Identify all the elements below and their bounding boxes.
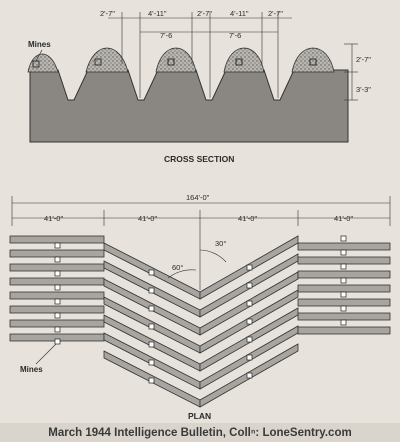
plan-center-right-mines: [246, 264, 253, 379]
cross-section-top-dims: [108, 17, 353, 100]
mines-leader: [35, 49, 43, 62]
mound-3: [155, 47, 197, 73]
mound-4: [223, 47, 265, 73]
plan-center-left-mines: [148, 269, 155, 384]
dim-2-7-c: 2'-7": [268, 9, 283, 18]
dim-depth: 3'-3": [356, 85, 371, 94]
dim-4-11-a: 4'-11": [148, 9, 167, 18]
mine-4: [235, 58, 243, 66]
dim-2-7-a: 2'-7": [100, 9, 115, 18]
mine-2: [94, 58, 102, 66]
credit-bar: March 1944 Intelligence Bulletin, Collⁿ:…: [0, 423, 400, 442]
cross-section: Mines 2'-7" 4'-11" 2'-7" 4'-11" 2'-7" 7'…: [27, 9, 371, 164]
plan-mines-leader: [35, 343, 57, 365]
plan-segment-3: 41'-0": [238, 214, 257, 223]
cross-section-guides: [121, 12, 358, 101]
angle-60-label: 60°: [172, 263, 183, 272]
dim-2-7-b: 2'-7": [197, 9, 212, 18]
obstacle-diagram: Mines 2'-7" 4'-11" 2'-7" 4'-11" 2'-7" 7'…: [9, 9, 391, 421]
angle-60-arc: [167, 269, 197, 279]
mine-3: [167, 58, 175, 66]
plan-right-rows: [297, 242, 391, 335]
plan: 164'-0" 41'-0" 41'-0" 41'-0" 41'-0" Mine…: [9, 193, 391, 421]
plan-title: PLAN: [188, 411, 211, 421]
cross-section-mines-label: Mines: [28, 40, 51, 49]
ground-profile: [29, 69, 349, 143]
mound-2: [85, 47, 129, 73]
plan-segment-2: 41'-0": [138, 214, 157, 223]
plan-right-mines: [340, 235, 347, 326]
angle-30-label: 30°: [215, 239, 226, 248]
plan-left-rows: [9, 235, 105, 342]
dim-7-6-a: 7'-6: [160, 31, 172, 40]
plan-left-mines: [54, 242, 61, 345]
mound-1: [27, 53, 59, 73]
plan-segment-4: 41'-0": [334, 214, 353, 223]
credit-text: March 1944 Intelligence Bulletin, Collⁿ:…: [48, 426, 352, 439]
mine-5: [309, 58, 317, 66]
plan-mines-label: Mines: [20, 365, 43, 374]
plan-total-length: 164'-0": [186, 193, 210, 202]
dim-4-11-b: 4'-11": [230, 9, 249, 18]
plan-segment-1: 41'-0": [44, 214, 63, 223]
dim-height: 2'-7": [356, 55, 371, 64]
cross-section-title: CROSS SECTION: [164, 154, 234, 164]
mound-5: [291, 47, 335, 73]
dim-7-6-b: 7'-6: [229, 31, 241, 40]
angle-30-arc: [199, 249, 227, 263]
